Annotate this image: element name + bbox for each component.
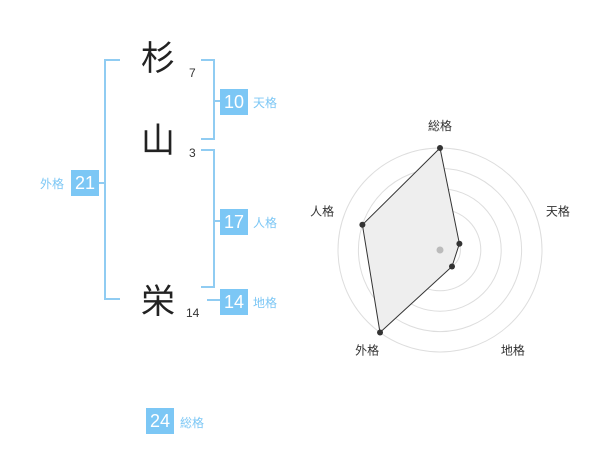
- surname-char-2: 山: [141, 121, 175, 161]
- tenkaku-bracket: [201, 59, 215, 140]
- radar-axis-label-2: 天格: [546, 204, 570, 219]
- radar-point-3: [448, 263, 455, 270]
- tenkaku-badge: 10: [220, 89, 248, 115]
- radar-points: [359, 145, 463, 336]
- radar-axis-label-4: 外格: [355, 342, 379, 357]
- surname-char-2-strokes: 3: [189, 146, 196, 160]
- radar-axis-label-1: 総格: [428, 118, 452, 133]
- jinkaku-badge: 17: [220, 209, 248, 235]
- chikaku-badge: 14: [220, 289, 248, 315]
- jinkaku-label: 人格: [253, 216, 278, 230]
- chikaku-label: 地格: [253, 296, 278, 310]
- gaikaku-connector: [96, 182, 104, 184]
- gaikaku-badge: 21: [71, 170, 99, 196]
- gaikaku-bracket: [104, 59, 120, 300]
- tenkaku-connector: [215, 100, 221, 102]
- radar-axis-label-5: 人格: [310, 204, 334, 219]
- radar-point-5: [359, 221, 366, 228]
- radar-point-2: [456, 240, 463, 247]
- given-char-1-strokes: 14: [186, 306, 200, 320]
- tenkaku-label: 天格: [253, 96, 278, 110]
- jinkaku-connector: [215, 220, 221, 222]
- radar-point-4: [377, 329, 384, 336]
- chikaku-connector: [207, 299, 221, 301]
- radar-center-dot: [436, 246, 444, 254]
- gaikaku-label: 外格: [40, 177, 65, 191]
- soukaku-badge: 24: [146, 408, 174, 434]
- radar-axis-label-3: 地格: [501, 342, 525, 357]
- jinkaku-bracket: [201, 149, 215, 288]
- surname-char-1: 杉: [141, 39, 175, 79]
- surname-char-1-strokes: 7: [189, 66, 196, 80]
- radar-area: [361, 146, 460, 334]
- radar-point-1: [437, 145, 443, 151]
- soukaku-label: 総格: [180, 416, 205, 430]
- given-char-1: 栄: [141, 282, 175, 322]
